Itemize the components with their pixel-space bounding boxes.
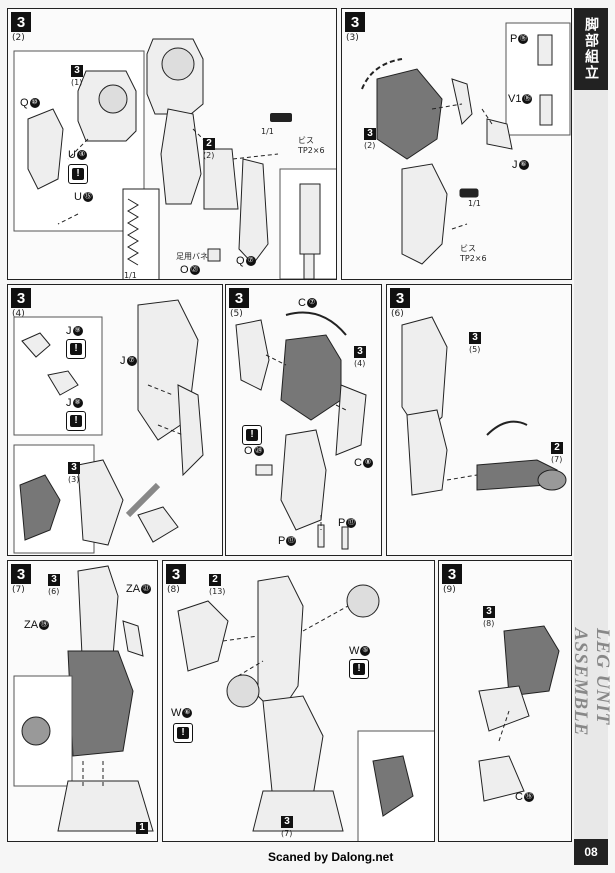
badge-2-13: 2 bbox=[209, 573, 221, 586]
warning-icon: ! bbox=[68, 164, 88, 184]
leg-thigh-illustration bbox=[13, 38, 336, 279]
screw-scale: 1/1 bbox=[468, 199, 481, 208]
knee-armor-illustration bbox=[13, 299, 204, 554]
substep-ref: (4) bbox=[354, 359, 366, 368]
screw-scale: 1/1 bbox=[261, 127, 274, 136]
badge-2-2: 2 bbox=[203, 137, 215, 150]
step-substep: (6) bbox=[391, 309, 404, 319]
substep-ref: (1) bbox=[71, 78, 83, 87]
badge-3-4: 3 bbox=[354, 345, 366, 358]
warning-icon: ! bbox=[66, 411, 86, 431]
scan-credit: Scaned by Dalong.net bbox=[268, 850, 394, 864]
scale-label: 1/1 bbox=[124, 271, 137, 280]
screw-label: ビス TP2×6 bbox=[460, 244, 487, 263]
leg-assembly-illustration bbox=[361, 22, 571, 265]
step-badge: 3 bbox=[11, 288, 31, 308]
step-badge: 3 bbox=[11, 12, 31, 32]
step-badge: 3 bbox=[11, 564, 31, 584]
step-badge: 3 bbox=[442, 564, 462, 584]
substep-ref: (5) bbox=[469, 345, 481, 354]
page-number: 08 bbox=[574, 839, 608, 865]
ankle-armor-illustration bbox=[177, 575, 434, 841]
badge-3-6: 3 bbox=[48, 573, 60, 586]
warning-icon: ! bbox=[242, 425, 262, 445]
step-badge: 3 bbox=[345, 12, 365, 32]
step-substep: (8) bbox=[167, 585, 180, 595]
sidebar: 脚部組立 LEG UNIT ASSEMBLE 08 bbox=[570, 8, 613, 865]
panel-step-3-2: 3 (2) bbox=[7, 8, 337, 280]
step-badge: 3 bbox=[390, 288, 410, 308]
badge-3-5: 3 bbox=[469, 331, 481, 344]
panel-step-3-6: 3 (6) 3 (5) 2 (7) bbox=[386, 284, 572, 556]
badge-1: 1 bbox=[136, 821, 148, 834]
substep-ref: (13) bbox=[209, 587, 226, 596]
badge-3-1: 3 bbox=[71, 64, 83, 77]
warning-icon: ! bbox=[66, 339, 86, 359]
substep-ref: (7) bbox=[551, 455, 563, 464]
substep-ref: (2) bbox=[364, 141, 376, 150]
badge-2-7: 2 bbox=[551, 441, 563, 454]
heel-armor-illustration bbox=[478, 625, 560, 802]
step-substep: (9) bbox=[443, 585, 456, 595]
substep-ref: (3) bbox=[68, 475, 80, 484]
lower-leg-illustration bbox=[13, 565, 154, 832]
step-badge: 3 bbox=[166, 564, 186, 584]
step-substep: (7) bbox=[12, 585, 25, 595]
spring-label: 足用バネ bbox=[176, 252, 208, 261]
page-title: LEG UNIT ASSEMBLE bbox=[570, 628, 613, 737]
leg-cover-illustration bbox=[235, 311, 367, 550]
step-substep: (5) bbox=[230, 309, 243, 319]
warning-icon: ! bbox=[349, 659, 369, 679]
substep-ref: (2) bbox=[203, 151, 215, 160]
step-substep: (4) bbox=[12, 309, 25, 319]
step-badge: 3 bbox=[229, 288, 249, 308]
badge-3-3: 3 bbox=[68, 461, 80, 474]
warning-icon: ! bbox=[173, 723, 193, 743]
step-substep: (3) bbox=[346, 33, 359, 43]
section-label: 脚部組立 bbox=[574, 8, 608, 90]
badge-3-2: 3 bbox=[364, 127, 376, 140]
badge-3-7: 3 bbox=[281, 815, 293, 828]
screw-label: ビス TP2×6 bbox=[298, 136, 325, 155]
step-substep: (2) bbox=[12, 33, 25, 43]
substep-ref: (7) bbox=[281, 829, 293, 838]
substep-ref: (6) bbox=[48, 587, 60, 596]
foot-attach-illustration bbox=[401, 316, 567, 496]
badge-3-8: 3 bbox=[483, 605, 495, 618]
substep-ref: (8) bbox=[483, 619, 495, 628]
